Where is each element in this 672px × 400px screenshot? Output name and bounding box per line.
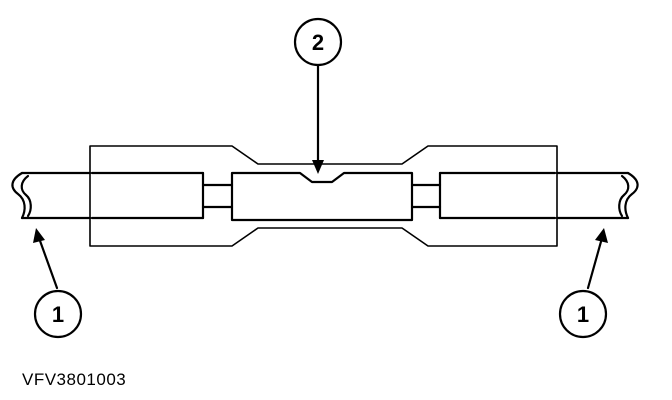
callout-number-top: 2 <box>312 30 324 55</box>
insulation-left <box>90 171 205 220</box>
leader-line-left <box>37 236 59 290</box>
insulation-right <box>438 171 557 220</box>
heat-shrink-sleeve <box>89 145 558 247</box>
arrowhead-right <box>595 228 608 243</box>
figure-code: VFV3801003 <box>22 370 127 389</box>
callout-number-left: 1 <box>52 302 64 327</box>
conductor-right <box>410 183 442 209</box>
callout-number-right: 1 <box>577 302 589 327</box>
conductor-left <box>201 183 234 209</box>
callout-circle-right <box>558 289 608 339</box>
arrowhead-left <box>33 228 45 243</box>
callout-circle-top <box>293 17 343 67</box>
leader-line-right <box>586 236 604 290</box>
arrowhead-top <box>312 160 324 174</box>
wire-left <box>11 171 92 220</box>
wire-right <box>555 171 639 220</box>
callout-circle-left <box>33 289 83 339</box>
crimp-barrel <box>230 171 414 222</box>
